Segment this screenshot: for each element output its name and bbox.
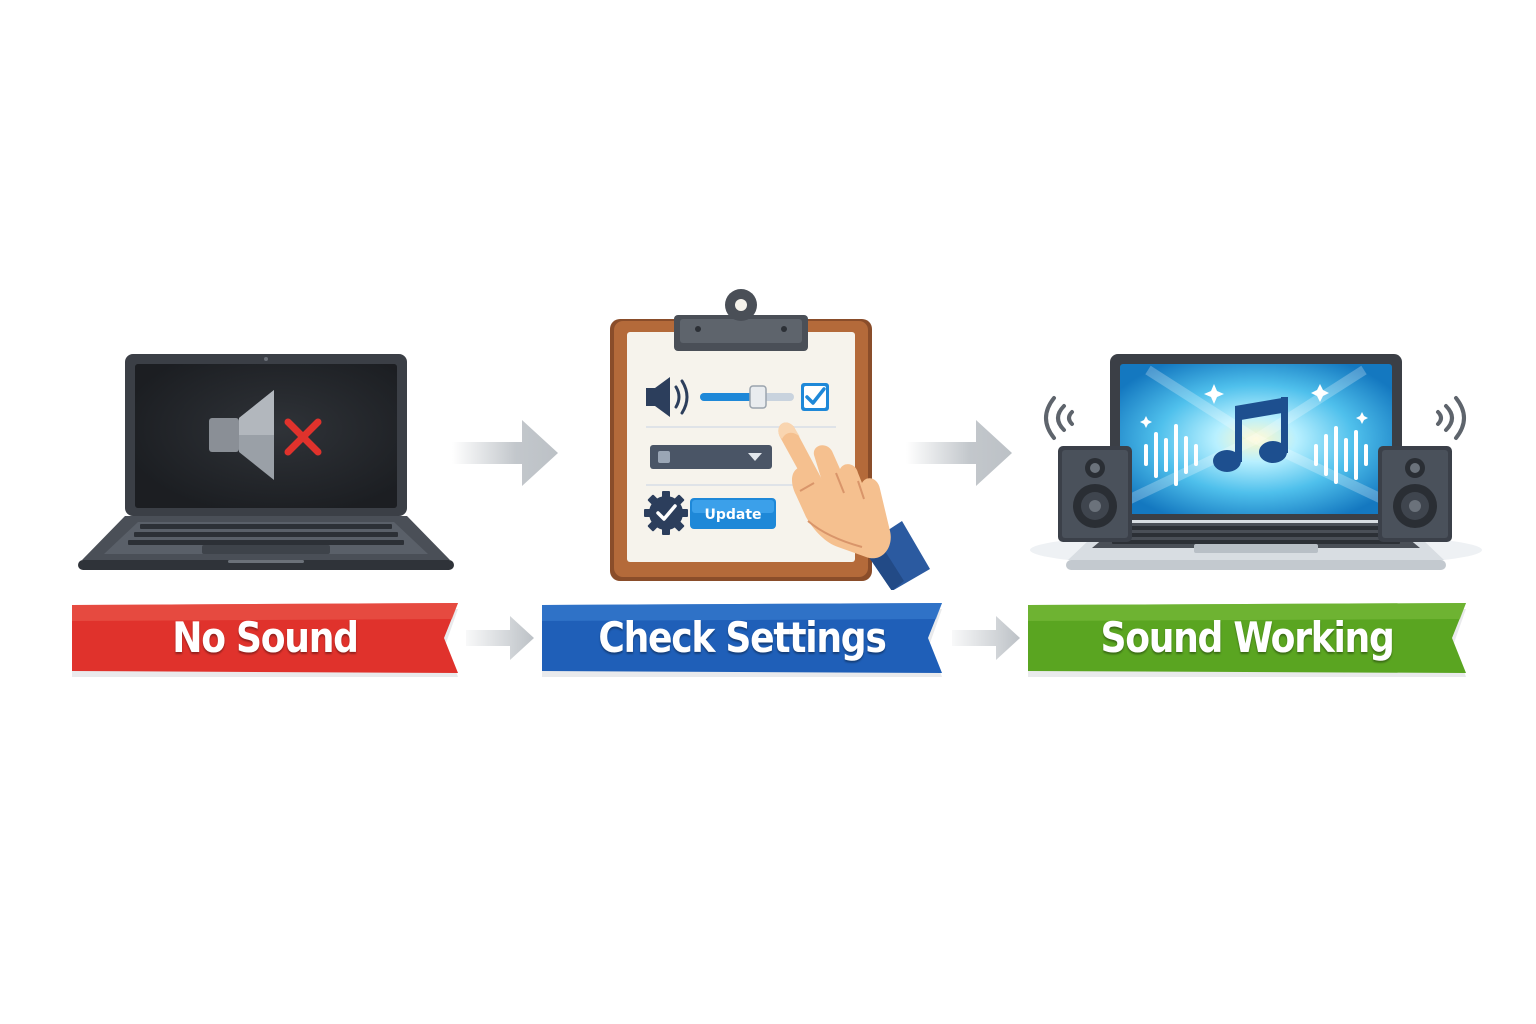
arrow-icon bbox=[952, 614, 1022, 662]
arrow-icon bbox=[466, 614, 536, 662]
gear-check-icon bbox=[644, 491, 688, 535]
update-button[interactable]: Update bbox=[690, 498, 776, 529]
step-sound-working-banner: Sound Working bbox=[1026, 603, 1468, 673]
clipboard-icon: Update bbox=[600, 285, 940, 590]
laptop-no-sound-icon bbox=[78, 350, 458, 580]
checkbox-checked-icon bbox=[801, 383, 829, 411]
arrow-icon bbox=[452, 420, 562, 486]
step-label: Sound Working bbox=[1057, 603, 1437, 673]
speaker-right-icon bbox=[1378, 446, 1452, 542]
arrow-icon bbox=[906, 420, 1016, 486]
dropdown-icon bbox=[650, 445, 772, 469]
step-label: Check Settings bbox=[568, 603, 915, 673]
speaker-left-icon bbox=[1058, 446, 1132, 542]
update-button-label: Update bbox=[704, 507, 761, 523]
step-label: No Sound bbox=[97, 603, 432, 673]
step-check-settings-banner: Check Settings bbox=[540, 603, 944, 673]
step-no-sound-banner: No Sound bbox=[70, 603, 460, 673]
laptop-sound-working-icon bbox=[1028, 350, 1488, 580]
